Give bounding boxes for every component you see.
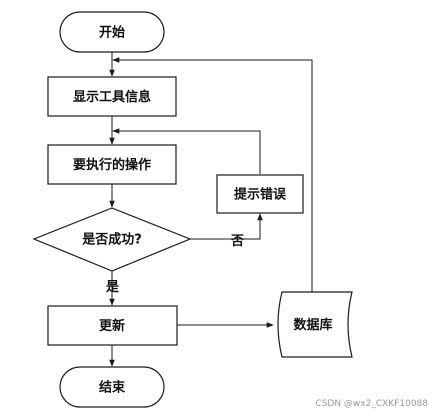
decision-node: 是否成功? xyxy=(32,207,192,272)
decision-label: 是否成功? xyxy=(81,232,142,248)
start-node: 开始 xyxy=(59,11,165,53)
watermark: CSDN @wx2_CXKF10088 xyxy=(315,399,428,409)
update-label: 更新 xyxy=(99,318,125,334)
edge-label-no: 否 xyxy=(230,234,244,249)
end-node: 结束 xyxy=(59,366,165,408)
edge-database-to-show xyxy=(112,57,313,292)
database-node: 数据库 xyxy=(277,291,353,358)
update-node: 更新 xyxy=(47,305,178,346)
database-label: 数据库 xyxy=(293,317,332,333)
edge-label-yes: 是 xyxy=(105,280,120,295)
operation-node: 要执行的操作 xyxy=(47,144,177,185)
show-tool-info-label: 显示工具信息 xyxy=(73,89,151,105)
connectors xyxy=(109,52,313,367)
end-label: 结束 xyxy=(99,380,126,396)
error-node: 提示错误 xyxy=(216,174,304,214)
error-label: 提示错误 xyxy=(234,187,287,203)
show-tool-info-node: 显示工具信息 xyxy=(47,76,177,117)
operation-label: 要执行的操作 xyxy=(73,157,151,173)
start-label: 开始 xyxy=(99,25,125,41)
edge-decision-no-to-error xyxy=(190,213,263,240)
edge-error-to-operation xyxy=(112,128,261,174)
